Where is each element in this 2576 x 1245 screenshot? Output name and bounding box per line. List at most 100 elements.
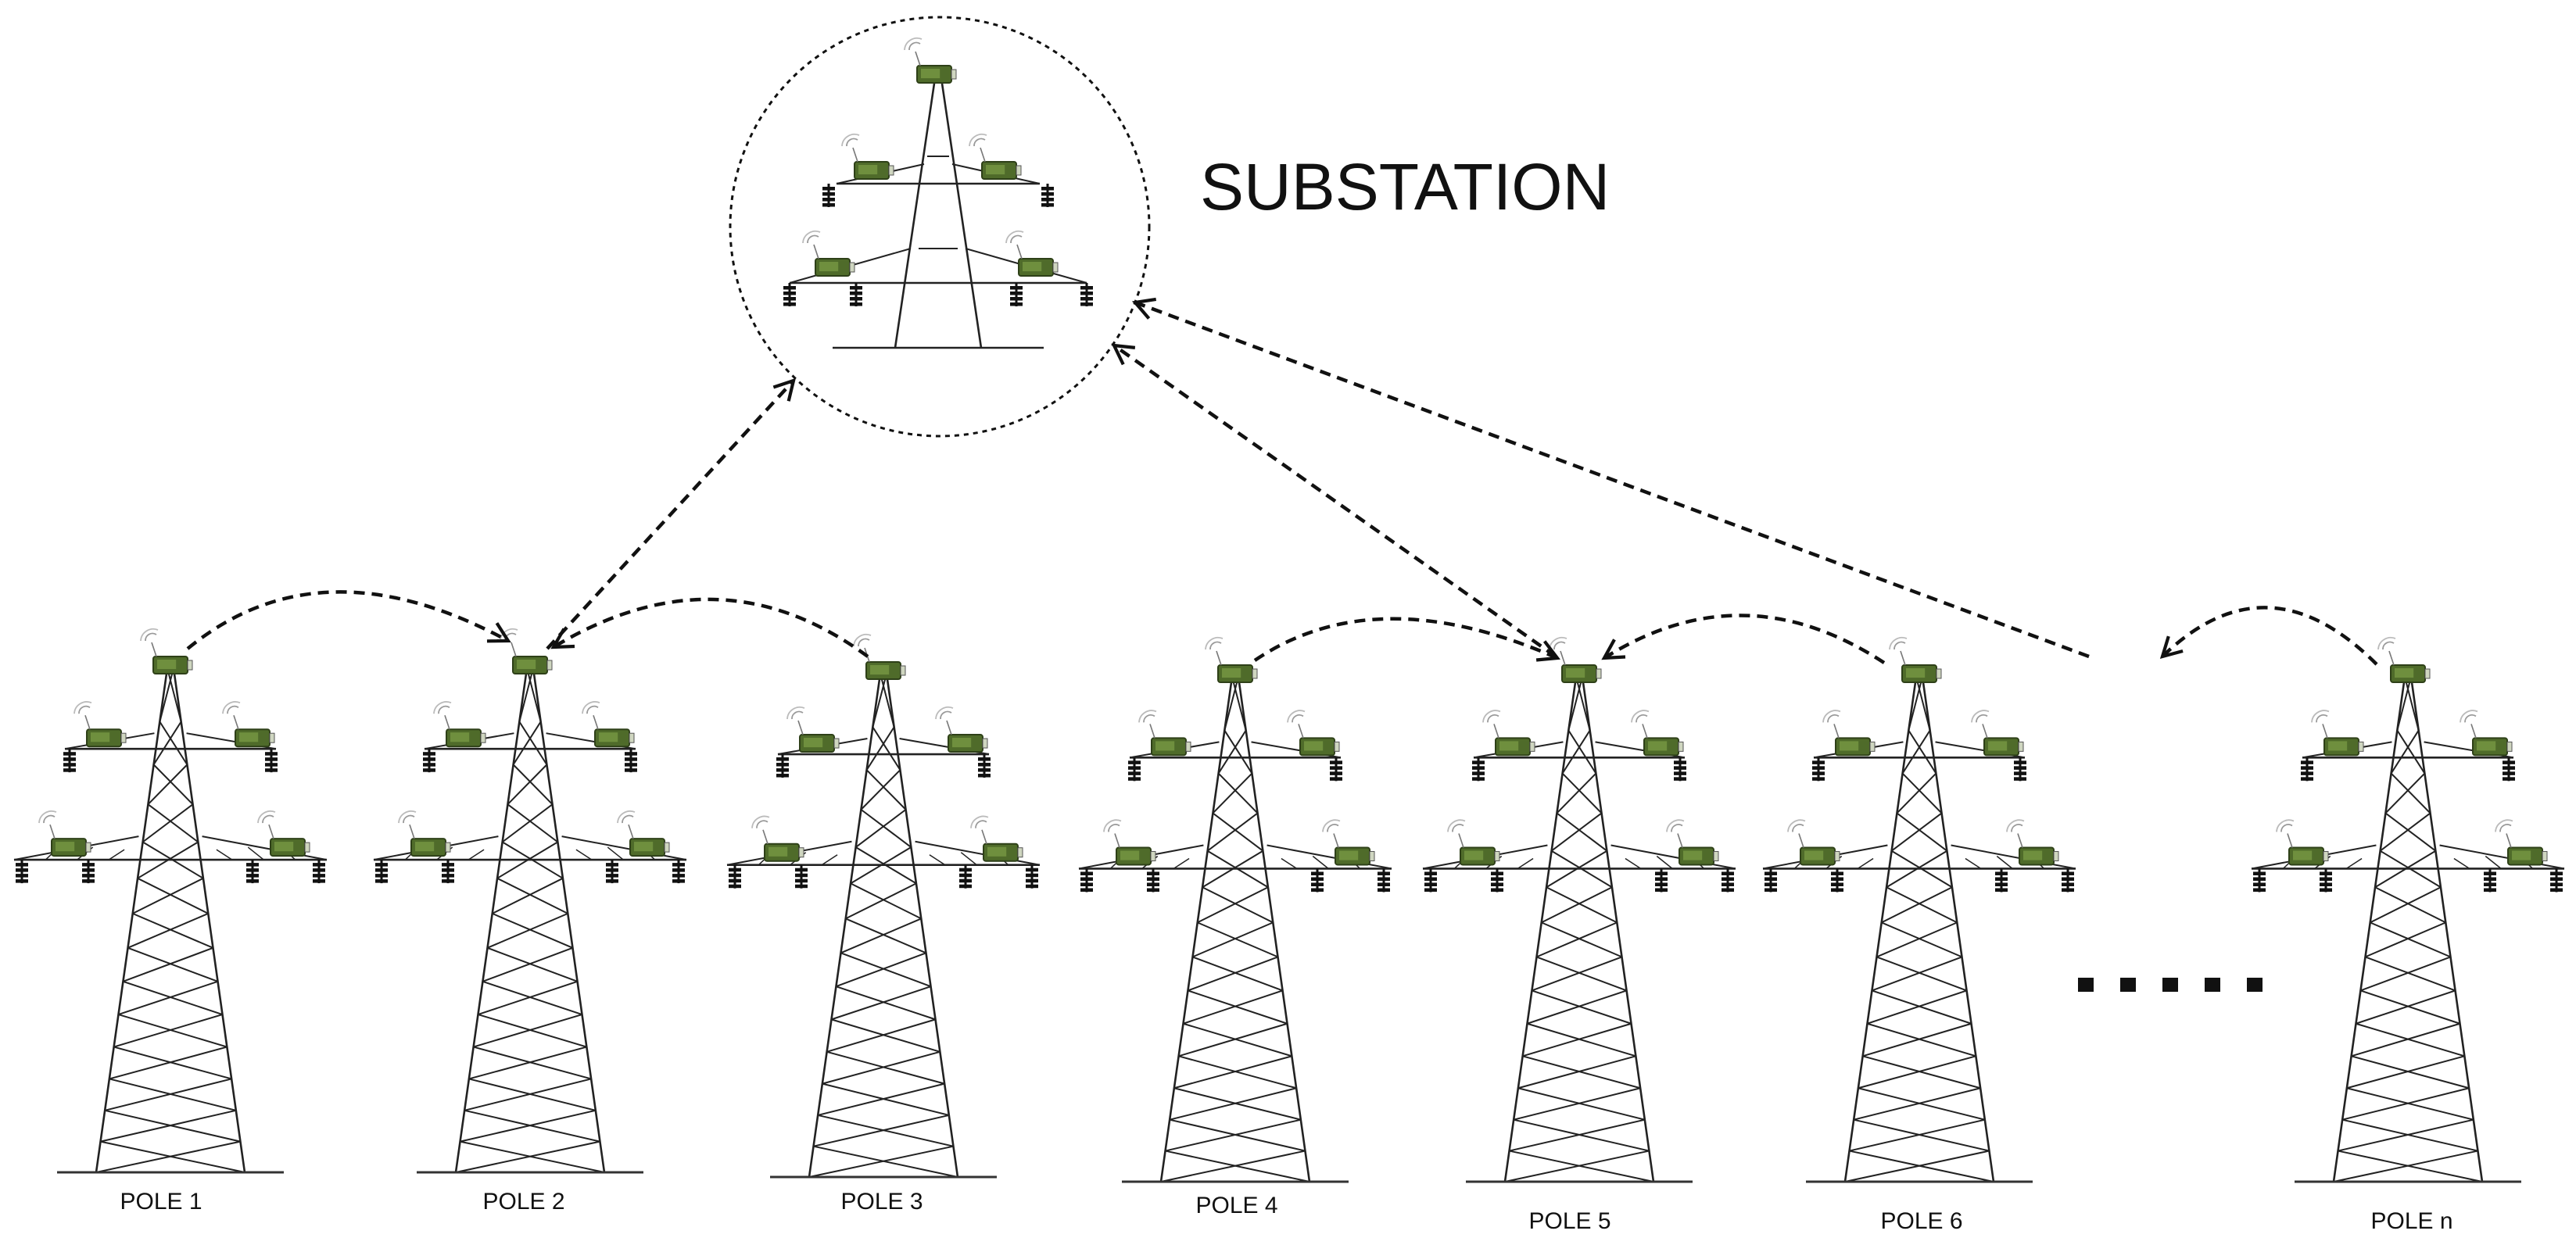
sensor-node-icon (398, 810, 451, 857)
sensor-node-icon (1005, 230, 1059, 277)
insulator-icon (822, 184, 835, 207)
sensor-node-icon (969, 133, 1022, 180)
communication-links (186, 297, 2378, 666)
sensor-node-icon (2006, 819, 2059, 866)
sensor-node-icon (970, 815, 1023, 862)
insulator-icon (850, 283, 862, 306)
insulator-icon (1472, 757, 1485, 782)
link-pole3-to-pole2 (550, 597, 869, 658)
insulator-icon (1378, 868, 1390, 893)
link-pole1-to-pole2 (186, 590, 511, 650)
insulator-icon (1080, 283, 1093, 306)
link-pole5-to-substation (1111, 343, 1557, 658)
insulator-icon (423, 749, 435, 773)
more-poles-ellipsis (2078, 978, 2263, 992)
link-pole6-to-pole5 (1601, 614, 1886, 664)
sensor-node-icon (2495, 819, 2548, 866)
insulator-icon (1995, 868, 2008, 893)
insulator-icon (783, 283, 796, 306)
insulator-icon (246, 860, 259, 884)
pole-2-tower (373, 628, 687, 1174)
link-pole4-to-pole5 (1253, 617, 1560, 662)
sensor-node-icon (73, 701, 127, 748)
insulator-icon (1080, 868, 1093, 893)
insulator-icon (16, 860, 28, 884)
pole-1-tower (13, 628, 328, 1174)
sensor-node-icon (1322, 819, 1375, 866)
sensor-node-icon (935, 706, 988, 753)
pole-label-3: POLE 3 (840, 1189, 923, 1215)
sensor-node-icon (140, 628, 193, 674)
insulator-icon (1831, 868, 1843, 893)
insulator-icon (313, 860, 325, 884)
pole-label-5: POLE 5 (1528, 1208, 1610, 1234)
pole-n-tower (2251, 636, 2565, 1183)
pole-label-6: POLE 6 (1880, 1208, 1962, 1234)
link-pole2-to-substation (546, 377, 796, 650)
insulator-icon (1311, 868, 1324, 893)
sensor-node-icon (1205, 636, 1258, 683)
insulator-icon (2014, 757, 2026, 782)
insulator-icon (375, 860, 388, 884)
pole-label-1: POLE 1 (120, 1189, 202, 1215)
insulator-icon (1128, 757, 1141, 782)
substation-tower (783, 37, 1093, 349)
pole-4-tower (1078, 636, 1392, 1183)
sensor-node-icon (257, 810, 310, 857)
insulator-icon (1812, 757, 1825, 782)
insulator-icon (959, 864, 972, 889)
sensor-node-icon (582, 701, 635, 748)
sensor-node-icon (853, 633, 906, 680)
insulator-icon (1674, 757, 1686, 782)
pole-label-2: POLE 2 (482, 1189, 564, 1215)
insulator-icon (1491, 868, 1503, 893)
link-ellipsis-to-substation (1131, 297, 2090, 659)
insulator-icon (776, 754, 789, 778)
insulator-icon (2503, 757, 2515, 782)
insulator-icon (978, 754, 991, 778)
sensor-node-icon (1549, 636, 1602, 683)
insulator-icon (795, 864, 808, 889)
sensor-node-icon (1447, 819, 1500, 866)
insulator-icon (2320, 868, 2332, 893)
pole-3-tower (726, 633, 1041, 1179)
sensor-node-icon (433, 701, 486, 748)
sensor-node-icon (751, 815, 804, 862)
sensor-node-icon (617, 810, 670, 857)
insulator-icon (1041, 184, 1054, 207)
sensor-node-icon (1889, 636, 1942, 683)
insulator-icon (265, 749, 278, 773)
insulator-icon (1655, 868, 1668, 893)
sensor-node-icon (841, 133, 894, 180)
sensor-node-icon (500, 628, 553, 674)
pole-towers (13, 628, 2565, 1183)
sensor-node-icon (2311, 710, 2364, 757)
insulator-icon (2062, 868, 2074, 893)
insulator-icon (1330, 757, 1342, 782)
insulator-icon (2253, 868, 2266, 893)
link-polen-to-ellipsis (2159, 606, 2378, 666)
sensor-node-icon (1287, 710, 1340, 757)
insulator-icon (1010, 283, 1023, 306)
sensor-node-icon (2276, 819, 2329, 866)
substation-label: SUBSTATION (1200, 150, 1610, 224)
sensor-node-icon (222, 701, 275, 748)
pole-label-4: POLE 4 (1195, 1193, 1277, 1218)
sensor-node-icon (1138, 710, 1191, 757)
insulator-icon (1765, 868, 1777, 893)
sensor-node-icon (786, 706, 840, 753)
insulator-icon (1026, 864, 1038, 889)
pole-5-tower (1422, 636, 1736, 1183)
sensor-node-icon (1103, 819, 1156, 866)
insulator-icon (672, 860, 685, 884)
insulator-icon (606, 860, 618, 884)
sensor-node-icon (802, 230, 855, 277)
sensor-node-icon (1822, 710, 1876, 757)
sensor-node-icon (1631, 710, 1684, 757)
sensor-node-icon (38, 810, 91, 857)
substation-boundary (729, 16, 1151, 438)
insulator-icon (1722, 868, 1734, 893)
sensor-node-icon (2377, 636, 2431, 683)
insulator-icon (1424, 868, 1437, 893)
